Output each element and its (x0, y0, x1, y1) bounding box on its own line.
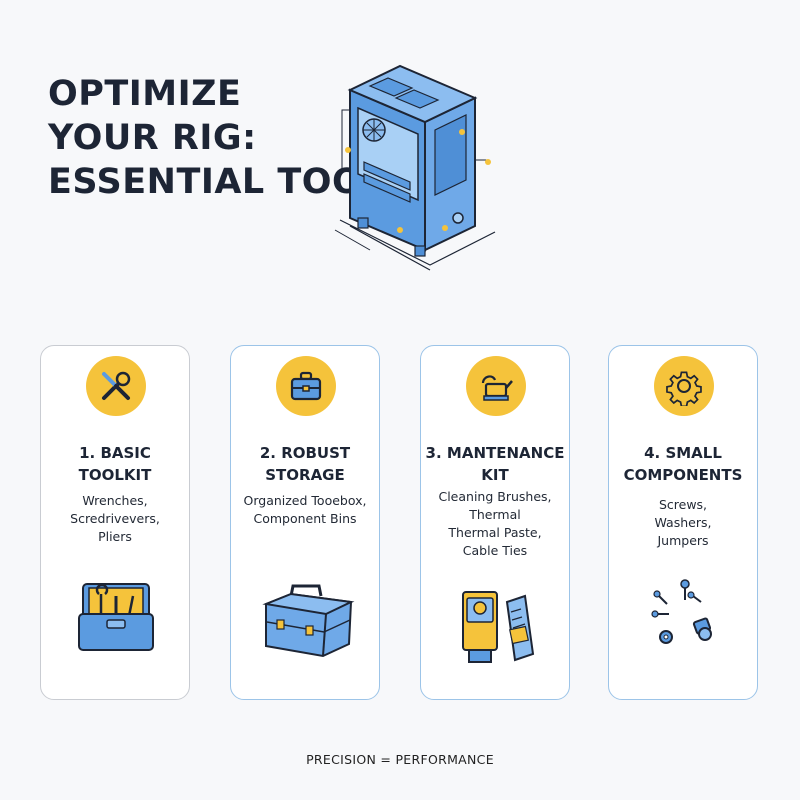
card-desc-line: Pliers (98, 529, 132, 544)
title-line-1: OPTIMIZE (48, 74, 242, 114)
card-desc-line: Washers, (654, 515, 712, 530)
card-title-line: 4. SMALL (644, 444, 722, 462)
card-title-line: KIT (481, 466, 509, 484)
card-description: Cleaning Brushes, Thermal Thermal Paste,… (425, 488, 565, 560)
oil-can-icon (466, 356, 526, 416)
wrench-screwdriver-icon (86, 356, 146, 416)
card-maintenance-kit: 3. MANTENANCE KIT Cleaning Brushes, Ther… (420, 345, 570, 700)
card-title: 3. MANTENANCE KIT (425, 442, 565, 486)
card-robust-storage: 2. ROBUST STORAGE Organized Tooebox, Com… (230, 345, 380, 700)
screws-washers-icon (651, 579, 712, 644)
card-desc-line: Wrenches, (82, 493, 148, 508)
card-description: Wrenches, Scredrivevers, Pliers (45, 492, 185, 546)
title-line-2: YOUR RIG: (48, 118, 257, 158)
card-description: Organized Tooebox, Component Bins (235, 492, 375, 528)
card-desc-line: Jumpers (657, 533, 709, 548)
card-desc-line: Cleaning Brushes, (438, 489, 552, 504)
toolbox-icon (276, 356, 336, 416)
card-small-components: 4. SMALL COMPONENTS Screws, Washers, Jum… (608, 345, 758, 700)
open-toolbox-icon (78, 583, 154, 651)
closed-toolbox-icon (262, 584, 355, 658)
card-desc-line: Scredrivevers, (70, 511, 160, 526)
card-desc-line: Organized Tooebox, (243, 493, 367, 508)
card-title-line: COMPONENTS (623, 466, 743, 484)
thermal-paste-tube-icon (462, 591, 535, 663)
card-desc-line: Screws, (658, 497, 708, 512)
gear-icon (654, 356, 714, 416)
card-title-line: 2. ROBUST (259, 444, 351, 462)
card-title: 2. ROBUST STORAGE (235, 442, 375, 486)
card-title-line: TOOLKIT (78, 466, 152, 484)
card-desc-line: Cable Ties (462, 543, 528, 558)
card-title-line: STORAGE (265, 466, 345, 484)
card-title-line: 3. MANTENANCE (425, 444, 565, 462)
footer-tagline: PRECISION = PERFORMANCE (306, 752, 494, 767)
card-title: 1. BASIC TOOLKIT (45, 442, 185, 486)
card-desc-line: Component Bins (253, 511, 357, 526)
card-title: 4. SMALL COMPONENTS (613, 442, 753, 486)
card-desc-line: Thermal (469, 507, 521, 522)
card-basic-toolkit: 1. BASIC TOOLKIT Wrenches, Scredrivevers… (40, 345, 190, 700)
card-title-line: 1. BASIC (79, 444, 151, 462)
card-desc-line: Thermal Paste, (448, 525, 542, 540)
card-description: Screws, Washers, Jumpers (613, 496, 753, 550)
pc-case-illustration (334, 64, 496, 271)
